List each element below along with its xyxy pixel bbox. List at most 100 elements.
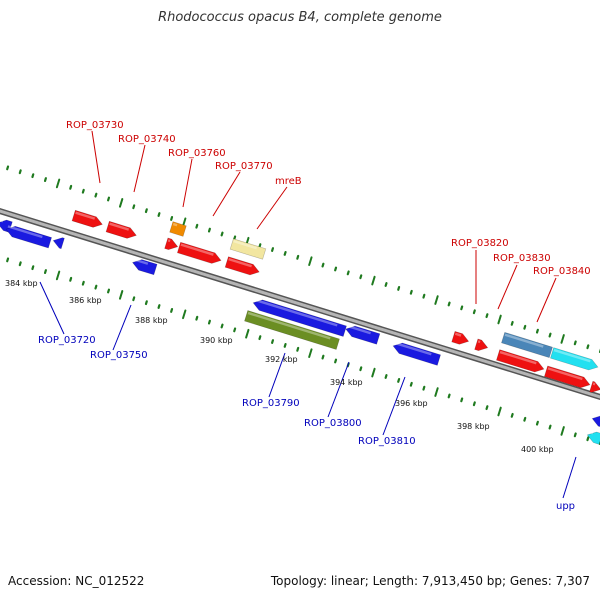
gene-fwd-5[interactable] xyxy=(224,256,261,278)
forward-leader-line-2 xyxy=(182,158,193,208)
forward-leader-line-0 xyxy=(91,130,101,184)
bottom-track-tick xyxy=(573,432,577,438)
top-track-tick xyxy=(523,324,527,330)
top-track-tick xyxy=(6,165,10,171)
bottom-track-tick xyxy=(233,327,237,333)
bottom-track-tick xyxy=(460,397,464,403)
gene-rop-03810[interactable] xyxy=(391,341,441,366)
top-track-tick xyxy=(144,208,148,214)
gene-rop-03800[interactable] xyxy=(344,324,381,345)
scale-label-384: 384 kbp xyxy=(5,279,38,288)
bottom-track-tick xyxy=(334,358,338,364)
gene-rop-03730[interactable] xyxy=(71,209,104,229)
gene-steel-highlight xyxy=(504,333,544,348)
gene-label-mreb[interactable]: mreB xyxy=(275,176,302,187)
gene-fwd-long[interactable] xyxy=(544,365,591,390)
bottom-track-tick xyxy=(586,436,590,442)
gene-mreb-shape xyxy=(229,238,267,260)
top-track-tick xyxy=(422,293,426,299)
top-track-tick xyxy=(271,247,275,252)
label-leaders xyxy=(39,130,577,499)
bottom-track-tick xyxy=(296,346,300,352)
bottom-track-tick xyxy=(43,269,47,274)
bottom-track-tick xyxy=(359,366,363,372)
gene-label-rop-03810[interactable]: ROP_03810 xyxy=(358,436,416,447)
gene-label-rop-03760[interactable]: ROP_03760 xyxy=(168,148,226,159)
gene-rop-03740[interactable] xyxy=(105,220,138,240)
gene-rev-edge-2-highlight xyxy=(593,414,597,418)
gene-label-rop-03800[interactable]: ROP_03800 xyxy=(304,418,362,429)
gene-label-upp[interactable]: upp xyxy=(556,501,575,512)
gene-rop-03830-small[interactable] xyxy=(474,338,490,353)
gene-rop-03830-shape xyxy=(496,349,545,373)
gene-mreb[interactable] xyxy=(229,238,267,260)
bottom-track-tick xyxy=(409,381,413,387)
gene-rop-03790[interactable] xyxy=(252,298,347,337)
forward-leader-line-7 xyxy=(536,277,557,323)
bottom-track-tick xyxy=(245,328,250,339)
scale-label-386: 386 kbp xyxy=(69,296,102,305)
gene-label-rop-03720[interactable]: ROP_03720 xyxy=(38,335,96,346)
reverse-leader-line-3 xyxy=(327,361,350,418)
gene-rop-03770[interactable] xyxy=(176,241,222,266)
top-track-tick xyxy=(434,295,439,305)
gene-rop-03820-highlight xyxy=(454,332,462,337)
scale-label-398: 398 kbp xyxy=(457,422,490,431)
gene-olive[interactable] xyxy=(244,310,340,350)
bottom-track-tick xyxy=(170,307,174,313)
gene-upp[interactable] xyxy=(586,430,600,445)
gene-rop-03770-highlight xyxy=(180,243,214,256)
gene-label-rop-03840[interactable]: ROP_03840 xyxy=(533,266,591,277)
top-track-tick xyxy=(334,266,338,272)
top-track-tick xyxy=(586,344,590,350)
top-track-tick xyxy=(548,332,552,338)
gene-rop-03830[interactable] xyxy=(496,349,545,375)
gene-rop-03840[interactable] xyxy=(550,347,599,373)
gene-label-rop-03740[interactable]: ROP_03740 xyxy=(118,134,176,145)
gene-rev-small[interactable] xyxy=(52,235,65,250)
gene-label-rop-03770[interactable]: ROP_03770 xyxy=(215,161,273,172)
gene-rev-edge-2[interactable] xyxy=(591,413,600,428)
bottom-track-tick xyxy=(132,296,136,302)
gene-label-rop-03750[interactable]: ROP_03750 xyxy=(90,350,148,361)
bottom-track-tick xyxy=(397,377,401,383)
bottom-track-tick xyxy=(258,335,262,341)
top-track-tick xyxy=(170,215,174,221)
gene-label-rop-03790[interactable]: ROP_03790 xyxy=(242,398,300,409)
bottom-track-tick xyxy=(447,393,451,399)
gene-label-rop-03820[interactable]: ROP_03820 xyxy=(451,238,509,249)
gene-fwd-edge[interactable] xyxy=(589,380,600,394)
top-track-tick xyxy=(233,235,237,241)
reverse-leader-line-5 xyxy=(562,456,577,499)
top-track-tick xyxy=(195,223,199,229)
gene-rop-03760[interactable] xyxy=(169,221,187,237)
gene-rop-03810-highlight xyxy=(394,341,432,356)
bottom-track-tick xyxy=(94,284,98,290)
gene-small-fwd[interactable] xyxy=(164,237,180,252)
gene-fwd-5-shape xyxy=(224,256,260,276)
gene-rev-small-highlight xyxy=(54,236,58,240)
forward-leader-line-1 xyxy=(133,144,146,193)
gene-rop-03750[interactable] xyxy=(131,257,158,276)
bottom-track-tick xyxy=(434,387,439,397)
top-track-tick xyxy=(258,243,262,249)
gene-rev-small-shape xyxy=(52,237,65,250)
gene-rop-03720[interactable] xyxy=(4,224,52,249)
top-track-tick xyxy=(220,231,224,237)
bottom-track-tick xyxy=(548,424,552,430)
gene-rop-03820[interactable] xyxy=(451,331,471,346)
gene-rop-03760-highlight xyxy=(172,222,178,227)
gene-rop-03840-highlight xyxy=(553,348,591,363)
gene-rop-03750-highlight xyxy=(134,258,149,265)
bottom-track-tick xyxy=(118,290,124,300)
gene-label-rop-03830[interactable]: ROP_03830 xyxy=(493,253,551,264)
gene-fwd-edge-highlight xyxy=(592,382,596,386)
gene-steel[interactable] xyxy=(501,331,553,359)
top-track-tick xyxy=(43,177,47,182)
gene-fwd-5-highlight xyxy=(228,257,252,268)
gene-label-rop-03730[interactable]: ROP_03730 xyxy=(66,120,124,131)
top-track-tick xyxy=(397,285,401,291)
accession-text: Accession: NC_012522 xyxy=(8,574,145,588)
top-track-tick xyxy=(371,275,376,286)
bottom-track-tick xyxy=(560,426,565,436)
